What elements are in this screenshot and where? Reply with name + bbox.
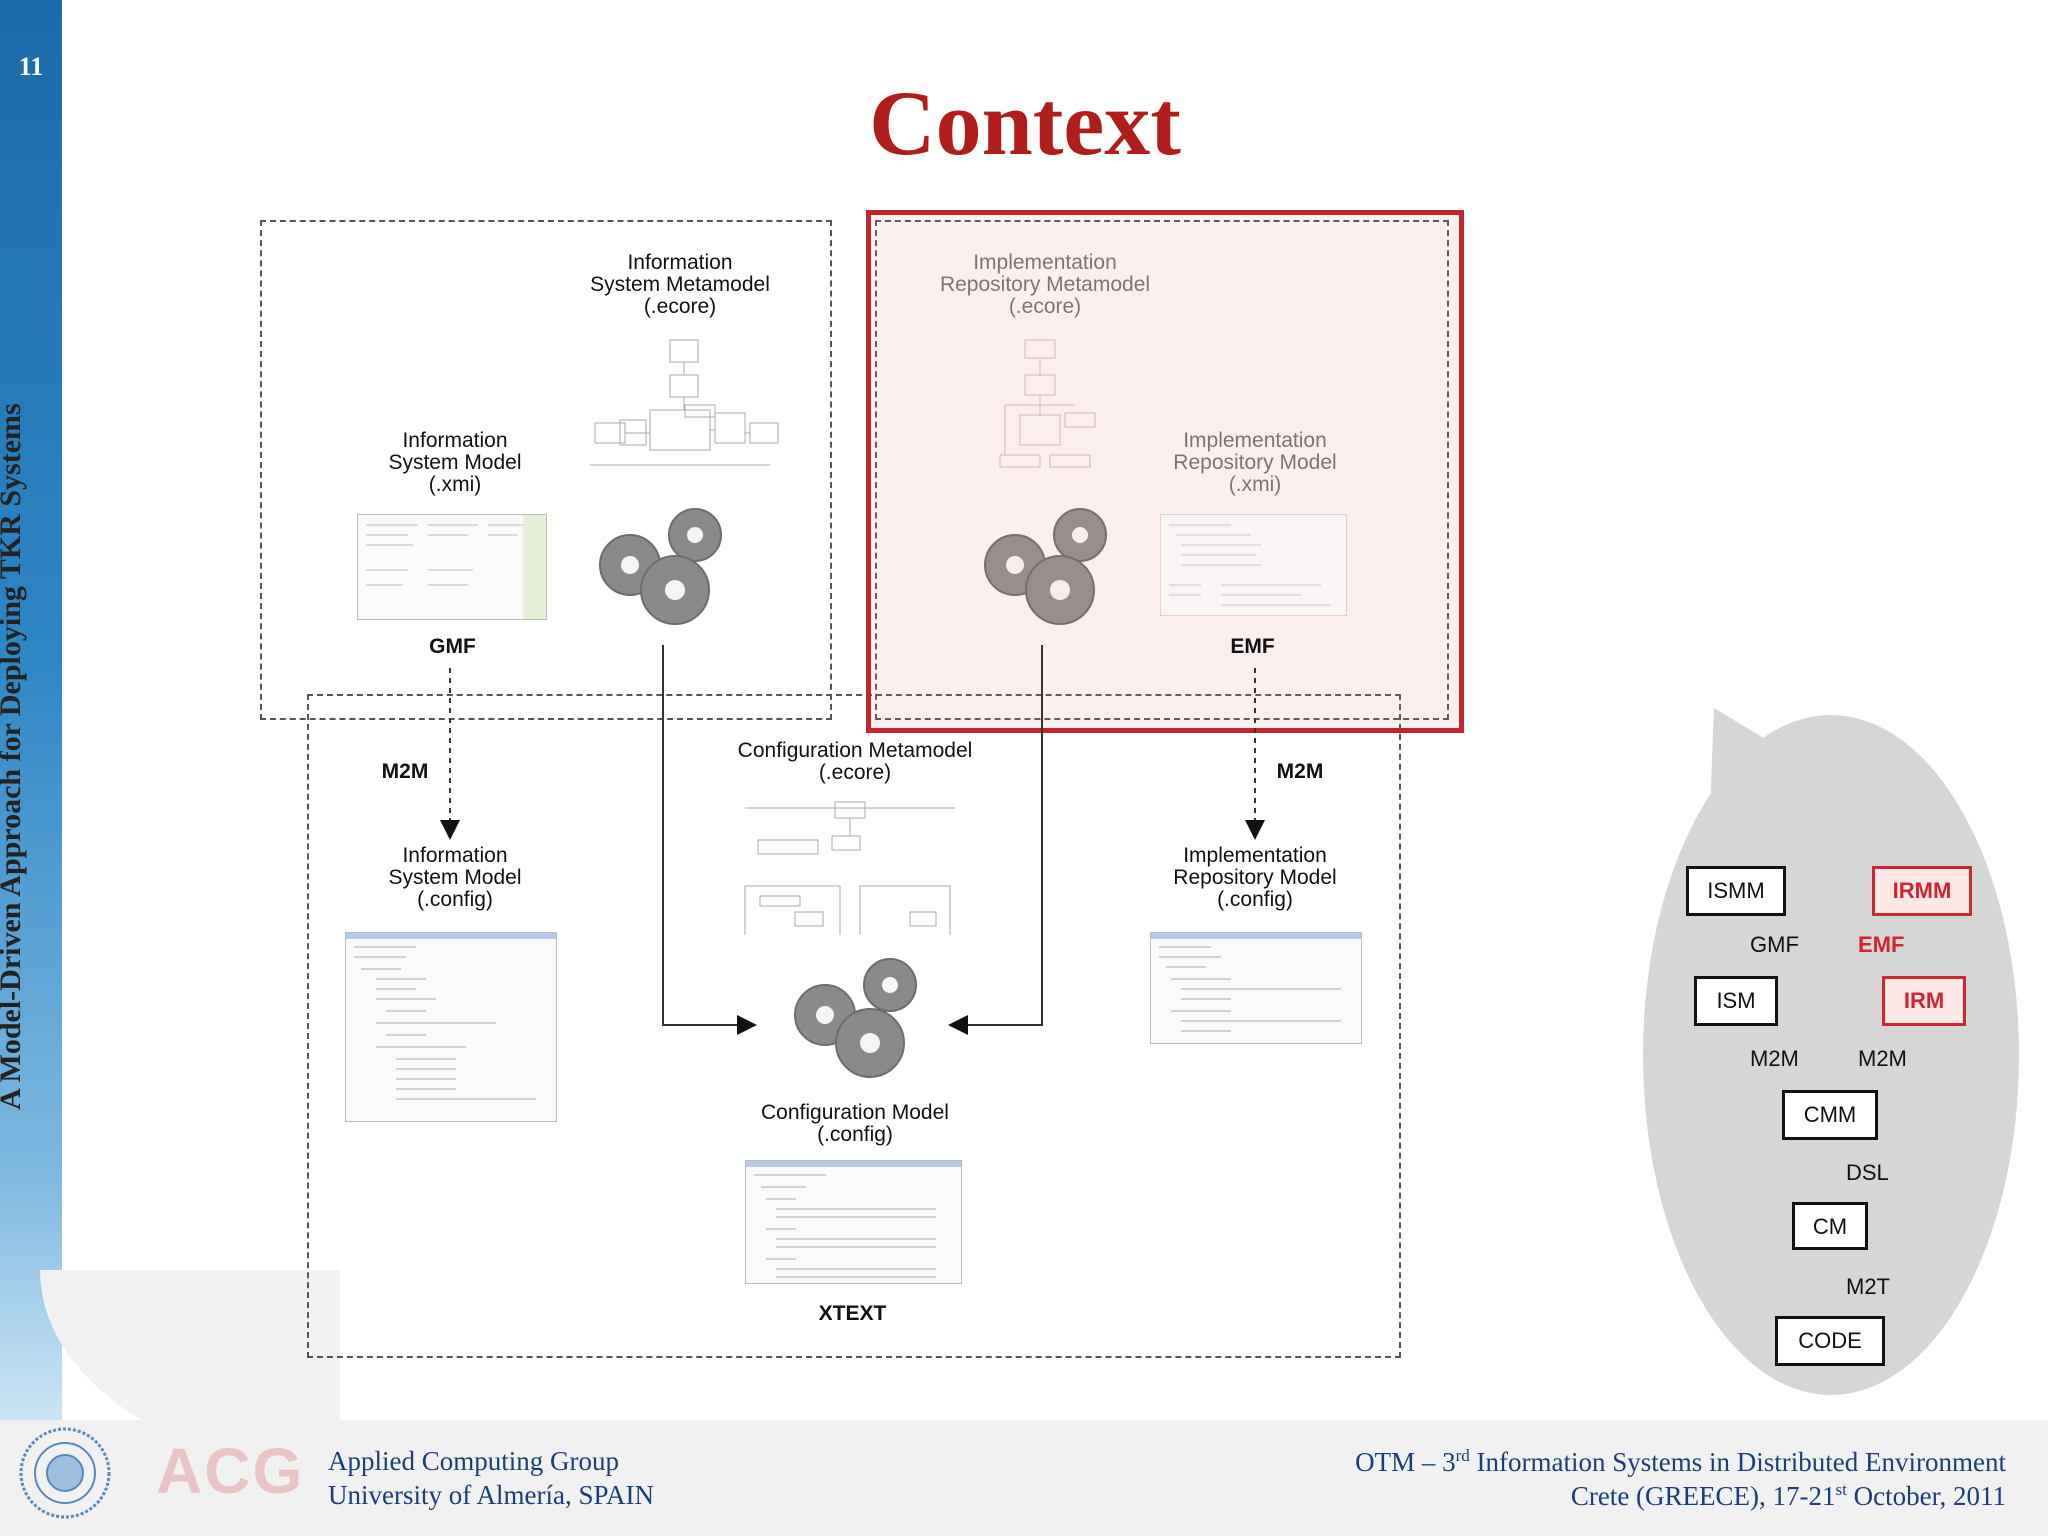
ismm-label: Information System Metamodel (.ecore): [590, 251, 770, 318]
mini-ism-node: ISM: [1694, 976, 1778, 1026]
xtext-label: XTEXT: [818, 1302, 887, 1325]
mini-m2m-right-label: M2M: [1858, 1046, 1907, 1071]
slide-title: Context: [869, 72, 1181, 174]
irm-config-code-thumbnail: [1150, 932, 1362, 1044]
mini-emf-label: EMF: [1858, 932, 1905, 957]
ism-label: Information System Model (.xmi): [388, 429, 522, 496]
irmm-label: Implementation Repository Metamodel (.ec…: [939, 251, 1151, 318]
irm-config-label: Implementation Repository Model (.config…: [1173, 844, 1337, 911]
footer-location-post: October, 2011: [1846, 1481, 2006, 1511]
cmm-diagram-thumbnail: [744, 801, 955, 935]
footer-location-pre: Crete (GREECE), 17-21: [1570, 1481, 1836, 1511]
sidebar-band: [0, 0, 62, 1460]
gmf-region: [260, 220, 832, 720]
mini-cmm-node: CMM: [1782, 1090, 1878, 1140]
highlight-box: [866, 210, 1464, 733]
mini-m2t-label: M2T: [1846, 1274, 1890, 1299]
footer-conference-post: Information Systems in Distributed Envir…: [1469, 1447, 2006, 1477]
emf-region: [875, 220, 1449, 720]
slide-number: 11: [18, 52, 44, 81]
gear-icon: [794, 958, 917, 1078]
ism-config-code-thumbnail: [345, 932, 557, 1122]
mini-ismm-node: ISMM: [1686, 866, 1786, 916]
mini-irm-node: IRM: [1882, 976, 1966, 1026]
cm-label: Configuration Model (.config): [761, 1101, 949, 1146]
gear-icon: [599, 508, 722, 625]
footer-group: Applied Computing Group: [328, 1446, 619, 1476]
mini-irmm-node: IRMM: [1872, 866, 1972, 916]
acg-logo: ACG: [156, 1435, 305, 1507]
emf-label: EMF: [1230, 635, 1275, 658]
footer-conference-sup: rd: [1455, 1446, 1470, 1465]
ism-config-label: Information System Model (.config): [388, 844, 522, 911]
m2m-right-label: M2M: [1276, 760, 1324, 783]
irmm-diagram-thumbnail: [999, 339, 1096, 468]
mini-dsl-label: DSL: [1846, 1160, 1889, 1185]
footer-band: [0, 1420, 2048, 1536]
mini-cm-node: CM: [1792, 1202, 1868, 1250]
footer-university: University of Almería, SPAIN: [328, 1480, 654, 1510]
university-seal-icon: [19, 1427, 111, 1519]
cmm-label: Configuration Metamodel (.ecore): [737, 739, 973, 784]
mini-code-node: CODE: [1775, 1316, 1885, 1366]
gear-icon: [984, 508, 1107, 625]
footer-location-sup: st: [1835, 1480, 1847, 1499]
irm-screenshot-thumbnail: [1160, 514, 1347, 616]
footer-location: Crete (GREECE), 17-21st October, 2011: [1571, 1480, 2006, 1512]
gmf-label: GMF: [429, 635, 476, 658]
mini-m2m-left-label: M2M: [1750, 1046, 1799, 1071]
footer-conference-pre: OTM – 3: [1355, 1447, 1456, 1477]
footer-conference: OTM – 3rd Information Systems in Distrib…: [1355, 1446, 2006, 1478]
overview-bubble: [1643, 715, 2019, 1395]
m2m-left-label: M2M: [381, 760, 429, 783]
xtext-region: [307, 694, 1401, 1358]
cm-code-thumbnail: [745, 1160, 962, 1284]
ism-screenshot-thumbnail: [357, 514, 547, 620]
ismm-diagram-thumbnail: [590, 339, 779, 466]
irm-label: Implementation Repository Model (.xmi): [1173, 429, 1337, 496]
mini-gmf-label: GMF: [1750, 932, 1799, 957]
